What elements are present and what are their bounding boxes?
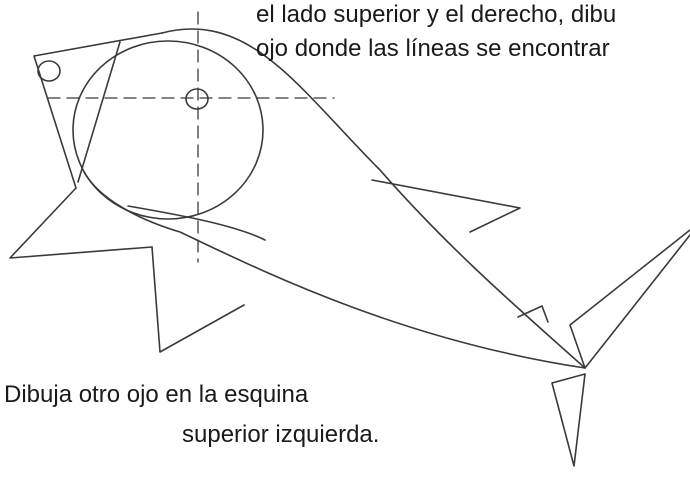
- instruction-bottom-line-2: superior izquierda.: [182, 421, 380, 448]
- tail-fin-upper: [569, 229, 690, 369]
- guide-circle: [72, 40, 264, 220]
- instruction-top-line-1: el lado superior y el derecho, dibu: [256, 1, 617, 28]
- eye-center: [185, 88, 209, 110]
- eye-left: [37, 60, 61, 82]
- instruction-bottom-line-1: Dibuja otro ojo en la esquina: [4, 381, 309, 408]
- pelvic-fin: [151, 246, 245, 353]
- inner-body-line: [127, 205, 266, 241]
- head-triangle: [33, 32, 163, 189]
- dorsal-fin: [371, 179, 521, 233]
- left-pectoral-fin: [9, 187, 153, 259]
- body-lower-contour: [83, 171, 586, 369]
- body-upper-contour: [161, 28, 586, 369]
- small-fin: [517, 305, 549, 323]
- instruction-top-line-2: ojo donde las líneas se encontrar: [256, 35, 610, 62]
- tail-fin-lower: [551, 373, 586, 467]
